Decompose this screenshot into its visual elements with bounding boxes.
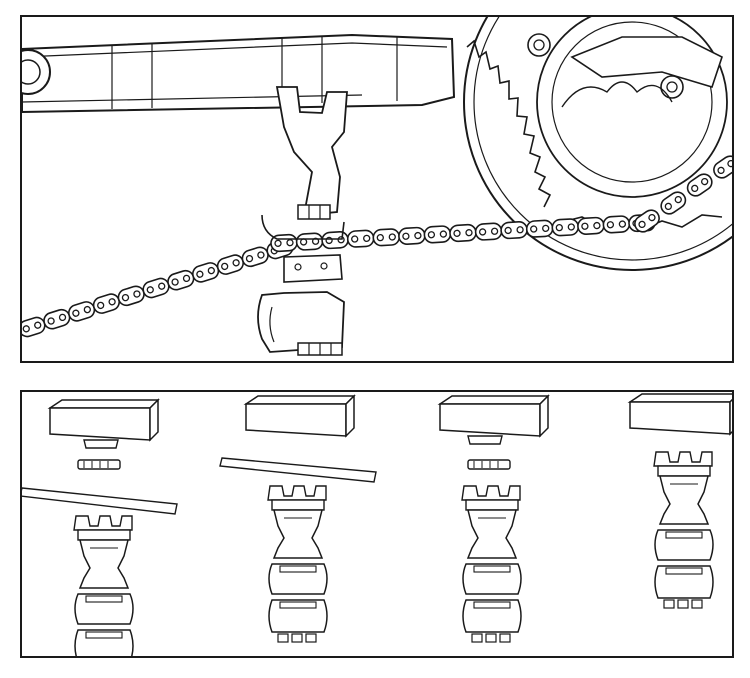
chain-guide-bracket [275, 86, 348, 220]
step-3-guide-stack [461, 485, 522, 643]
chain-link-5 [140, 275, 172, 301]
chain-assembly-illustration [22, 17, 732, 356]
left-hub [22, 49, 51, 95]
step-1-short-pin [77, 459, 121, 470]
chain-link-20 [499, 220, 529, 240]
chain-link-0 [22, 314, 48, 340]
chain-link-8 [214, 252, 247, 277]
chain-link-23 [576, 216, 606, 236]
chain-link-19 [474, 222, 503, 242]
chain-link-21 [525, 219, 554, 239]
step-1-guide-stack [73, 515, 134, 656]
assembly-step-4 [629, 393, 732, 609]
chain-link-9 [239, 244, 271, 270]
step-2-block [245, 395, 355, 437]
chain-assembly-panel [20, 15, 734, 363]
step-2-long-rod [219, 457, 377, 483]
chain-link-6 [165, 267, 197, 293]
step-1-long-rod [22, 487, 178, 515]
step-3-clip [467, 435, 503, 445]
step-4-block [629, 393, 732, 435]
step-1-block [49, 399, 159, 441]
chain-link-15 [372, 227, 401, 247]
step-1-clip [83, 439, 119, 449]
chain-link-7 [189, 260, 222, 285]
exploded-sequence-panel [20, 390, 734, 658]
chain-link-1 [41, 306, 73, 332]
chain-guide-body [257, 214, 345, 356]
exploded-sequence-illustration [22, 393, 732, 656]
chain-link-18 [448, 223, 478, 243]
frame-tube [22, 33, 456, 114]
step-3-block [439, 395, 549, 437]
chain-link-22 [551, 217, 580, 237]
chain-link-17 [423, 224, 452, 244]
chain-link-16 [397, 226, 427, 246]
chain-link-4 [115, 283, 147, 309]
chain-link-13 [320, 230, 350, 250]
chain-link-14 [346, 229, 375, 249]
step-3-short-pin [467, 459, 511, 470]
step-2-guide-stack [267, 485, 328, 643]
chain-link-3 [90, 291, 123, 316]
assembly-step-2 [219, 395, 377, 643]
chain-link-12 [295, 232, 324, 252]
assembly-step-3 [439, 395, 549, 643]
assembly-step-1 [22, 399, 178, 656]
chain-link-24 [602, 214, 631, 234]
chain-link-2 [65, 299, 98, 324]
step-4-guide-stack [653, 451, 714, 609]
